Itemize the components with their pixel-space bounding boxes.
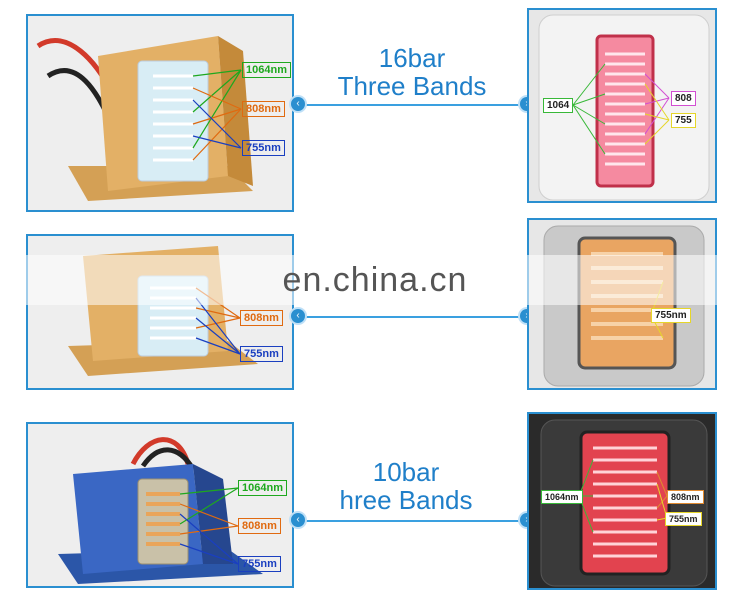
handpiece-window-illustration <box>543 225 705 387</box>
row1-connector-line <box>298 104 528 106</box>
row3-connector-line <box>298 520 528 522</box>
label-755nm: 755nm <box>242 140 285 156</box>
row3-right-panel: 1064nm 808nm 755nm <box>527 412 717 590</box>
row3-left-arrow-icon: ‹ <box>291 513 305 527</box>
row1-left-panel: 1064nm 808nm 755nm <box>26 14 294 212</box>
row1-right-panel: 1064 808 755 <box>527 8 717 203</box>
label-808nm-row3: 808nm <box>238 518 281 534</box>
row3-headline-line1: 10bar <box>372 457 440 487</box>
row3-headline: 10bar hree Bands <box>296 458 516 514</box>
row2-connector-line <box>298 316 528 318</box>
handpiece-red-light-illustration-2 <box>540 419 708 587</box>
tag-755nm-row3: 755nm <box>665 512 702 526</box>
row1-headline-line2: Three Bands <box>337 71 487 101</box>
label-1064nm-row3: 1064nm <box>238 480 287 496</box>
blue-laser-module-illustration <box>58 437 263 584</box>
row3-left-panel: 1064nm 808nm 755nm <box>26 422 294 588</box>
tag-1064nm-row3: 1064nm <box>541 490 583 504</box>
row1-headline: 16bar Three Bands <box>302 44 522 100</box>
label-808nm: 808nm <box>242 101 285 117</box>
row3-headline-line2: hree Bands <box>339 485 473 515</box>
row1-headline-line1: 16bar <box>378 43 446 73</box>
label-755nm-row2: 755nm <box>240 346 283 362</box>
label-755nm-row3: 755nm <box>238 556 281 572</box>
tag-755: 755 <box>671 113 696 128</box>
tag-808: 808 <box>671 91 696 106</box>
label-808nm-row2: 808nm <box>240 310 283 326</box>
tag-755nm-row2: 755nm <box>651 308 691 323</box>
row2-left-arrow-icon: ‹ <box>291 309 305 323</box>
handpiece-red-light-illustration <box>538 14 710 201</box>
watermark: en.china.cn <box>0 255 750 305</box>
row1-left-arrow-icon: ‹ <box>291 97 305 111</box>
tag-808nm-row3: 808nm <box>667 490 704 504</box>
gold-laser-module-illustration <box>36 36 253 201</box>
label-1064nm: 1064nm <box>242 62 291 78</box>
tag-1064: 1064 <box>543 98 574 113</box>
